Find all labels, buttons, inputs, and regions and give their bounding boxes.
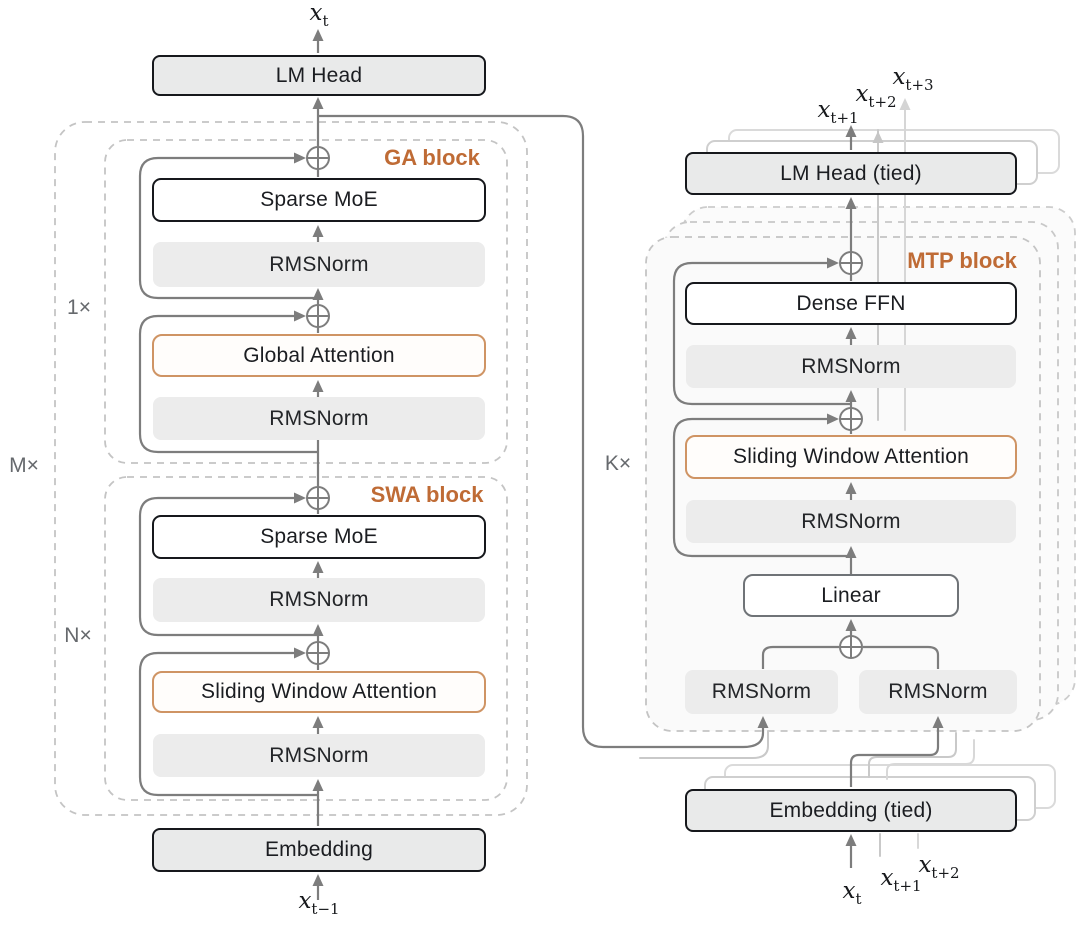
mtp-tower-wires	[672, 136, 940, 868]
swa-rmsnorm-pre-box: RMSNorm	[153, 734, 485, 777]
swa-block-dashed-box	[104, 476, 508, 801]
math-base: x	[298, 888, 312, 914]
math-sub: t+2	[868, 93, 897, 111]
arrowheads-right	[294, 152, 839, 659]
math-base: x	[855, 81, 869, 107]
math-sub: t+1	[830, 109, 859, 127]
math-sub: t+3	[905, 76, 934, 94]
ga-block-dashed-box	[104, 139, 508, 464]
add-icon	[306, 146, 330, 170]
add-icon	[306, 486, 330, 510]
add-icons	[306, 146, 863, 665]
outer-multiplier-label: M×	[9, 454, 39, 477]
add-icon	[306, 641, 330, 665]
swa-sparse-moe-box: Sparse MoE	[152, 515, 486, 559]
mtp-input-token-label-1: xt	[842, 878, 861, 908]
ga-block-label: GA block	[384, 145, 480, 170]
global-attention-box: Global Attention	[152, 334, 486, 377]
add-icon	[839, 407, 863, 431]
mtp-attention-box: Sliding Window Attention	[685, 435, 1017, 479]
mtp-output-token-label-3: xt+3	[892, 64, 933, 94]
swa-block-label: SWA block	[370, 482, 484, 507]
math-base: x	[892, 64, 906, 90]
left-output-token-label: xt	[309, 0, 328, 30]
left-input-token-label: xt−1	[298, 888, 339, 918]
left-tower-wires	[138, 41, 765, 900]
swa-multiplier-label: N×	[64, 624, 92, 647]
math-base: x	[918, 852, 932, 878]
mtp-multiplier-label: K×	[604, 452, 632, 475]
mtp-output-token-label-1: xt+1	[817, 97, 858, 127]
add-icon	[839, 635, 863, 659]
dense-ffn-box: Dense FFN	[685, 282, 1017, 325]
lm-head-tied-box: LM Head (tied)	[685, 152, 1017, 195]
math-sub: t−1	[311, 900, 340, 918]
lm-head-box: LM Head	[152, 55, 486, 96]
math-sub: t	[322, 12, 329, 30]
swa-attention-box: Sliding Window Attention	[152, 671, 486, 713]
math-sub: t+2	[931, 864, 960, 882]
mtp-block-label: MTP block	[907, 248, 1017, 273]
math-base: x	[842, 878, 856, 904]
math-base: x	[880, 865, 894, 891]
embedding-box: Embedding	[152, 828, 486, 872]
swa-rmsnorm-post-box: RMSNorm	[153, 578, 485, 622]
math-base: x	[817, 97, 831, 123]
mtp-rmsnorm-right-box: RMSNorm	[859, 670, 1017, 714]
math-sub: t	[855, 890, 862, 908]
ga-sparse-moe-box: Sparse MoE	[152, 178, 486, 222]
ga-multiplier-label: 1×	[67, 296, 91, 319]
math-base: x	[309, 0, 323, 26]
add-icon	[839, 251, 863, 275]
outer-repeat-dashed-box	[54, 121, 528, 816]
ga-rmsnorm-pre-box: RMSNorm	[153, 397, 485, 440]
add-icon	[306, 304, 330, 328]
mtp-input-token-label-2: xt+1	[880, 865, 921, 895]
mtp-input-token-label-3: xt+2	[918, 852, 959, 882]
mtp-rmsnorm-post-box: RMSNorm	[686, 345, 1016, 388]
math-sub: t+1	[893, 877, 922, 895]
linear-box: Linear	[743, 574, 959, 617]
mtp-rmsnorm-left-box: RMSNorm	[685, 670, 838, 714]
mtp-rmsnorm-pre-box: RMSNorm	[686, 500, 1016, 543]
mtp-output-token-label-2: xt+2	[855, 81, 896, 111]
arrowheads-up	[312, 29, 944, 886]
ga-rmsnorm-post-box: RMSNorm	[153, 242, 485, 287]
embedding-tied-box: Embedding (tied)	[685, 789, 1017, 832]
